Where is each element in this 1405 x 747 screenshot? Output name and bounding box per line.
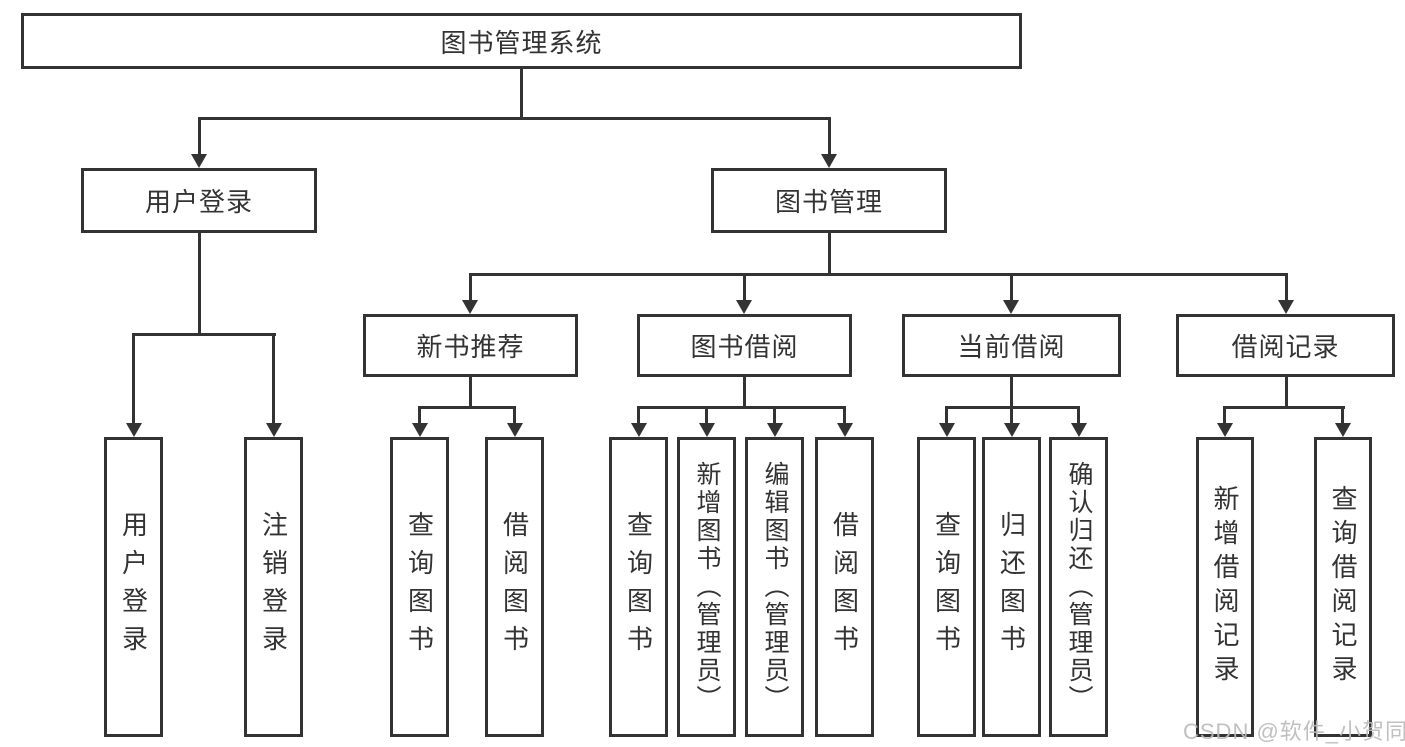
arrowhead-down-icon bbox=[767, 423, 783, 437]
connector-records-drop-2 bbox=[1341, 406, 1344, 425]
connector-book-mgmt-rail bbox=[469, 273, 1288, 276]
arrowhead-down-icon bbox=[736, 300, 752, 314]
connector-borrowing-drop-2 bbox=[705, 406, 708, 425]
leaf-label: 借阅图书 bbox=[829, 511, 860, 663]
connector-root-stub bbox=[520, 69, 523, 120]
connector-root-rail bbox=[198, 117, 831, 120]
connector-records-rail bbox=[1223, 406, 1345, 409]
connector-recommend-rail bbox=[418, 406, 516, 409]
leaf-logout-login: 注销登录 bbox=[244, 437, 303, 737]
node-label: 图书管理 bbox=[774, 187, 883, 217]
arrowhead-down-icon bbox=[837, 423, 853, 437]
leaf-query-books-recommend: 查询图书 bbox=[390, 437, 449, 737]
connector-user-login-drop-1 bbox=[132, 333, 135, 423]
node-book-borrowing: 图书借阅 bbox=[637, 314, 852, 377]
connector-borrowing-stub bbox=[743, 377, 746, 409]
arrowhead-down-icon bbox=[939, 423, 955, 437]
connector-user-login-rail bbox=[132, 333, 276, 336]
arrowhead-down-icon bbox=[1335, 423, 1351, 437]
node-user-login: 用户登录 bbox=[81, 168, 317, 233]
leaf-label: 查询图书 bbox=[404, 511, 435, 663]
node-label: 新书推荐 bbox=[416, 332, 525, 362]
connector-records-stub bbox=[1285, 377, 1288, 409]
arrowhead-down-icon bbox=[462, 300, 478, 314]
connector-book-mgmt-drop-1 bbox=[469, 273, 472, 302]
leaf-add-borrow-record: 新增借阅记录 bbox=[1196, 437, 1254, 737]
connector-borrowing-drop-4 bbox=[843, 406, 846, 425]
connector-recommend-stub bbox=[469, 377, 472, 409]
leaf-label: 查询图书 bbox=[931, 511, 962, 663]
arrowhead-down-icon bbox=[1004, 423, 1020, 437]
connector-current-drop-2 bbox=[1010, 406, 1013, 425]
leaf-confirm-return-admin: 确认归还（管理员） bbox=[1049, 437, 1108, 737]
connector-records-drop-1 bbox=[1223, 406, 1226, 425]
connector-current-drop-3 bbox=[1077, 406, 1080, 425]
node-current-borrowing: 当前借阅 bbox=[902, 314, 1121, 377]
connector-root-drop-left bbox=[198, 117, 201, 154]
node-label: 当前借阅 bbox=[957, 332, 1066, 362]
leaf-label: 新增借阅记录 bbox=[1210, 485, 1240, 689]
csdn-watermark: CSDN @软件_小贺同学 bbox=[1183, 719, 1405, 744]
node-label: 图书借阅 bbox=[690, 332, 799, 362]
leaf-label: 用户登录 bbox=[118, 511, 149, 663]
node-borrowing-records: 借阅记录 bbox=[1176, 314, 1395, 377]
leaf-label: 查询图书 bbox=[623, 511, 654, 663]
leaf-label: 确认归还（管理员） bbox=[1065, 461, 1093, 713]
leaf-label: 归还图书 bbox=[996, 511, 1027, 663]
leaf-edit-books-admin: 编辑图书（管理员） bbox=[745, 437, 804, 737]
arrowhead-down-icon bbox=[191, 154, 207, 168]
connector-user-login-stub bbox=[198, 233, 201, 336]
arrowhead-down-icon bbox=[1278, 300, 1294, 314]
node-new-book-recommend: 新书推荐 bbox=[363, 314, 578, 377]
leaf-add-books-admin: 新增图书（管理员） bbox=[677, 437, 736, 737]
node-label: 借阅记录 bbox=[1231, 332, 1340, 362]
connector-recommend-drop-2 bbox=[513, 406, 516, 425]
node-label: 图书管理系统 bbox=[440, 27, 603, 58]
connector-user-login-drop-2 bbox=[272, 333, 275, 423]
leaf-label: 注销登录 bbox=[258, 511, 289, 663]
connector-root-drop-right bbox=[828, 117, 831, 154]
connector-borrowing-drop-1 bbox=[637, 406, 640, 425]
leaf-return-books: 归还图书 bbox=[982, 437, 1041, 737]
leaf-label: 新增图书（管理员） bbox=[693, 461, 721, 713]
leaf-borrow-books: 借阅图书 bbox=[815, 437, 874, 737]
connector-book-mgmt-drop-2 bbox=[743, 273, 746, 302]
connector-borrowing-drop-3 bbox=[773, 406, 776, 425]
connector-book-mgmt-drop-3 bbox=[1010, 273, 1013, 302]
arrowhead-down-icon bbox=[699, 423, 715, 437]
arrowhead-down-icon bbox=[507, 423, 523, 437]
leaf-label: 编辑图书（管理员） bbox=[761, 461, 789, 713]
connector-current-stub bbox=[1010, 377, 1013, 409]
leaf-borrow-books-recommend: 借阅图书 bbox=[485, 437, 544, 737]
node-book-management: 图书管理 bbox=[711, 168, 947, 233]
connector-borrowing-rail bbox=[637, 406, 846, 409]
arrowhead-down-icon bbox=[266, 423, 282, 437]
arrowhead-down-icon bbox=[1217, 423, 1233, 437]
arrowhead-down-icon bbox=[126, 423, 142, 437]
leaf-query-books-borrowing: 查询图书 bbox=[609, 437, 668, 737]
node-library-management-system: 图书管理系统 bbox=[21, 13, 1022, 69]
connector-current-drop-1 bbox=[945, 406, 948, 425]
leaf-label: 借阅图书 bbox=[499, 511, 530, 663]
connector-book-mgmt-stub bbox=[828, 233, 831, 276]
arrowhead-down-icon bbox=[1003, 300, 1019, 314]
arrowhead-down-icon bbox=[821, 154, 837, 168]
arrowhead-down-icon bbox=[412, 423, 428, 437]
node-label: 用户登录 bbox=[144, 187, 253, 217]
leaf-user-login: 用户登录 bbox=[104, 437, 163, 737]
leaf-query-books-current: 查询图书 bbox=[917, 437, 976, 737]
connector-recommend-drop-1 bbox=[418, 406, 421, 425]
leaf-query-borrow-record: 查询借阅记录 bbox=[1314, 437, 1372, 737]
arrowhead-down-icon bbox=[1071, 423, 1087, 437]
connector-book-mgmt-drop-4 bbox=[1285, 273, 1288, 302]
arrowhead-down-icon bbox=[631, 423, 647, 437]
leaf-label: 查询借阅记录 bbox=[1328, 485, 1358, 689]
